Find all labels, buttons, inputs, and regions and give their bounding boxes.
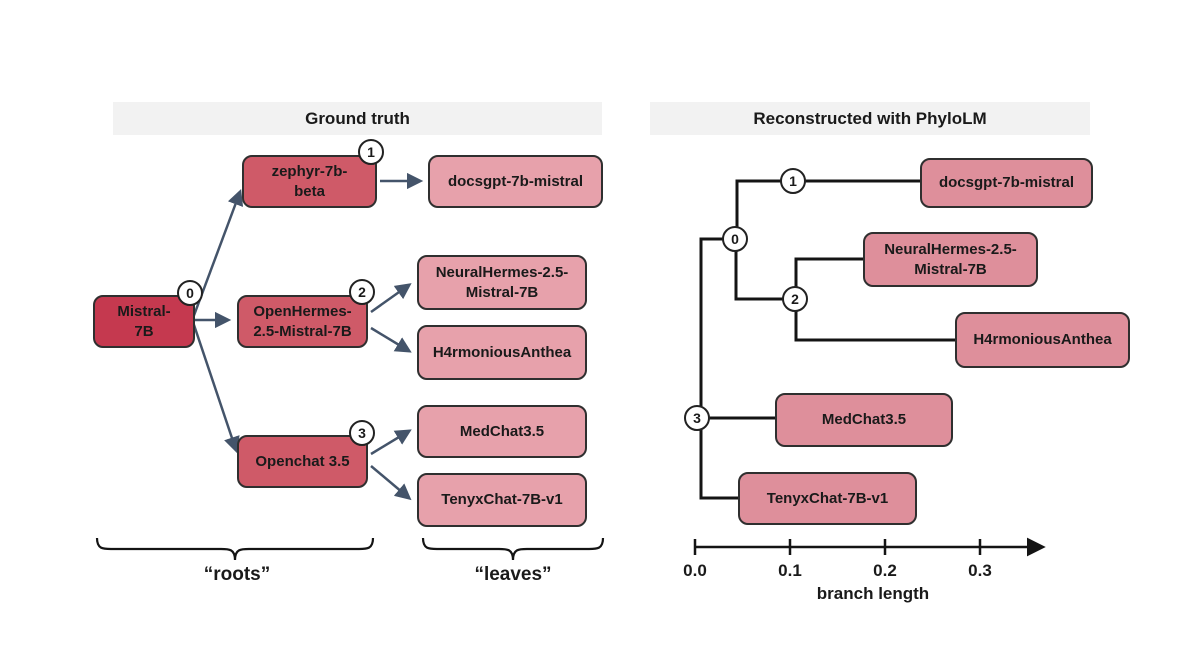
model-box-mistral-7b: Mistral- 7B — [93, 295, 195, 348]
model-box-docsgpt-right: docsgpt-7b-mistral — [920, 158, 1093, 208]
node-circle-1-right: 1 — [780, 168, 806, 194]
arrow-openchat-to-tenyxchat — [370, 465, 412, 501]
arrow-mistral-to-openchat — [191, 321, 240, 454]
model-box-neuralhermes-left: NeuralHermes-2.5- Mistral-7B — [417, 255, 587, 310]
model-label: docsgpt-7b-mistral — [447, 172, 583, 190]
model-label: Openchat 3.5 — [255, 452, 350, 470]
node-number: 2 — [791, 291, 799, 307]
branch-node0-to-node2 — [734, 239, 797, 301]
roots-caption: “roots” — [203, 564, 271, 585]
model-label: TenyxChat-7B-v1 — [441, 491, 563, 509]
node-number: 3 — [358, 425, 366, 441]
arrow-openchat-to-medchat — [370, 429, 412, 456]
node-circle-3-left: 3 — [349, 420, 375, 446]
model-box-openchat: Openchat 3.5 — [237, 435, 368, 488]
right-panel-header: Reconstructed with PhyloLM — [650, 102, 1090, 135]
node-number: 1 — [367, 144, 375, 160]
model-label: MedChat3.5 — [821, 411, 907, 429]
node-number: 0 — [731, 231, 739, 247]
model-label: H4rmoniousAnthea — [432, 343, 572, 361]
axis-tick-label-0: 0.0 — [683, 561, 707, 580]
axis-tick-label-2: 0.2 — [873, 561, 897, 580]
arrow-openhermes-to-h4rmoniousanthea — [370, 326, 412, 353]
model-box-openhermes: OpenHermes- 2.5-Mistral-7B — [237, 295, 368, 348]
model-box-tenyxchat-left: TenyxChat-7B-v1 — [417, 473, 587, 527]
model-label: docsgpt-7b-mistral — [938, 174, 1074, 192]
node-circle-0-left: 0 — [177, 280, 203, 306]
arrow-openhermes-to-neuralhermes — [370, 283, 412, 314]
model-box-medchat-left: MedChat3.5 — [417, 405, 587, 458]
node-circle-3-right: 3 — [684, 405, 710, 431]
branch-node2-to-h4rmoniousanthea — [794, 297, 957, 342]
axis-tick-label-1: 0.1 — [778, 561, 802, 580]
model-label: NeuralHermes-2.5- Mistral-7B — [435, 264, 569, 301]
right-panel-title: Reconstructed with PhyloLM — [753, 108, 987, 128]
model-box-h4rmoniousanthea-right: H4rmoniousAnthea — [955, 312, 1130, 368]
roots-brace — [95, 537, 375, 561]
model-box-zephyr-7b-beta: zephyr-7b- beta — [242, 155, 377, 208]
model-label: TenyxChat-7B-v1 — [766, 489, 889, 507]
left-panel-header: Ground truth — [113, 102, 602, 135]
branch-node2-to-neuralhermes — [794, 257, 865, 301]
model-label: MedChat3.5 — [459, 422, 545, 440]
node-number: 1 — [789, 173, 797, 189]
node-circle-2-left: 2 — [349, 279, 375, 305]
model-label: OpenHermes- 2.5-Mistral-7B — [253, 303, 352, 340]
node-number: 0 — [186, 285, 194, 301]
left-panel-title: Ground truth — [305, 108, 410, 128]
model-label: Mistral- 7B — [117, 303, 171, 340]
model-label: H4rmoniousAnthea — [973, 331, 1112, 349]
node-circle-0-right: 0 — [722, 226, 748, 252]
node-circle-1-left: 1 — [358, 139, 384, 165]
axis-tick-label-3: 0.3 — [968, 561, 992, 580]
model-label: NeuralHermes-2.5- Mistral-7B — [884, 241, 1017, 278]
model-box-h4rmoniousanthea-left: H4rmoniousAnthea — [417, 325, 587, 380]
leaves-caption: “leaves” — [474, 564, 552, 585]
model-box-docsgpt-left: docsgpt-7b-mistral — [428, 155, 603, 208]
model-box-neuralhermes-right: NeuralHermes-2.5- Mistral-7B — [863, 232, 1038, 287]
node-number: 2 — [358, 284, 366, 300]
branch-node1-to-docsgpt — [735, 179, 922, 241]
node-number: 3 — [693, 410, 701, 426]
model-box-tenyxchat-right: TenyxChat-7B-v1 — [738, 472, 917, 525]
model-label: zephyr-7b- beta — [271, 163, 348, 200]
node-circle-2-right: 2 — [782, 286, 808, 312]
leaves-brace — [421, 537, 605, 561]
branch-length-axis-label: branch length — [816, 584, 930, 603]
model-box-medchat-right: MedChat3.5 — [775, 393, 953, 447]
